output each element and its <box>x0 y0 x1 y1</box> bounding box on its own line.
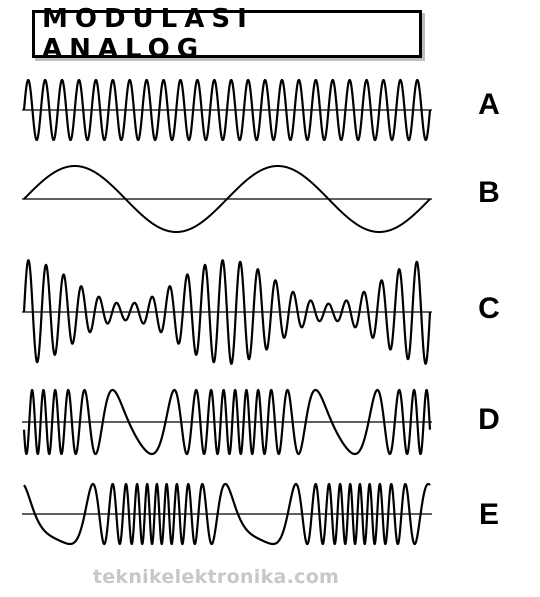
row-label-d: D <box>478 403 500 436</box>
diagram-title: MODULASI ANALOG <box>42 4 254 64</box>
title-box: MODULASI ANALOG <box>32 4 422 64</box>
row-label-e: E <box>478 498 499 531</box>
wave-phase-modulation <box>23 482 431 546</box>
row-label-a: A <box>478 88 500 121</box>
wave-frequency-modulation <box>22 388 432 456</box>
row-label-b: B <box>478 176 500 209</box>
row-label-c: C <box>478 292 500 325</box>
wave-message <box>23 165 431 233</box>
wave-carrier <box>22 78 432 142</box>
watermark: teknikelektronika.com <box>92 566 340 588</box>
wave-amplitude-modulation <box>22 259 432 365</box>
